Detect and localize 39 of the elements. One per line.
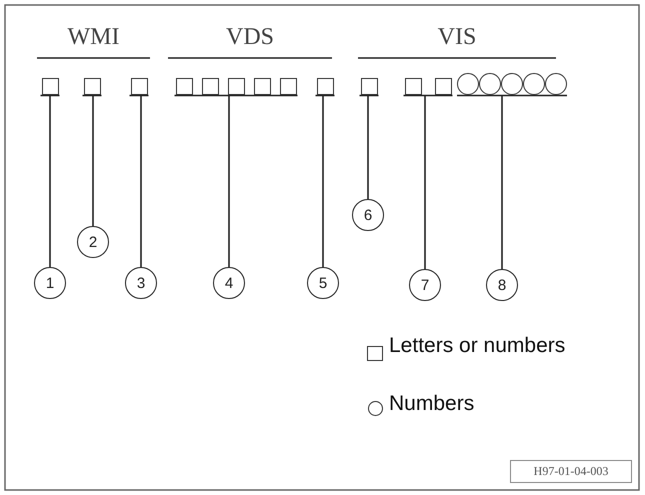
- character-square: [316, 78, 334, 95]
- character-square: [254, 78, 270, 95]
- callout-number: 6: [352, 199, 384, 231]
- drawing-code: H97-01-04-003: [510, 460, 632, 483]
- leader-line: [402, 94, 454, 270]
- group-label: VDS: [224, 24, 275, 51]
- callout-number: 7: [409, 269, 441, 301]
- character-square: [42, 78, 58, 95]
- character-square: [176, 78, 192, 95]
- leader-line: [82, 94, 102, 227]
- leader-line: [456, 94, 568, 270]
- character-circle: [457, 73, 479, 95]
- callout-number: 2: [77, 226, 109, 258]
- character-square: [360, 78, 378, 95]
- character-square: [84, 78, 100, 95]
- callout-number: 3: [125, 267, 157, 299]
- leader-line: [128, 94, 150, 268]
- leader-line: [40, 94, 60, 268]
- legend-label: Letters or numbers: [389, 334, 566, 358]
- callout-number: 8: [486, 269, 518, 301]
- leader-line: [358, 94, 380, 200]
- group-label: VIS: [436, 24, 478, 51]
- character-square: [404, 78, 422, 95]
- callout-number: 5: [307, 267, 339, 299]
- character-square: [434, 78, 452, 95]
- character-square: [228, 78, 244, 95]
- character-square: [280, 78, 296, 95]
- callout-number: 1: [34, 267, 66, 299]
- leader-line: [314, 94, 336, 268]
- character-circle: [501, 73, 523, 95]
- character-circle: [479, 73, 501, 95]
- character-circle: [545, 73, 567, 95]
- group-label: WMI: [66, 24, 120, 51]
- legend-label: Numbers: [389, 392, 474, 416]
- character-circle: [523, 73, 545, 95]
- callout-number: 4: [213, 267, 245, 299]
- character-square: [130, 78, 148, 95]
- character-square: [202, 78, 218, 95]
- leader-line: [174, 94, 298, 268]
